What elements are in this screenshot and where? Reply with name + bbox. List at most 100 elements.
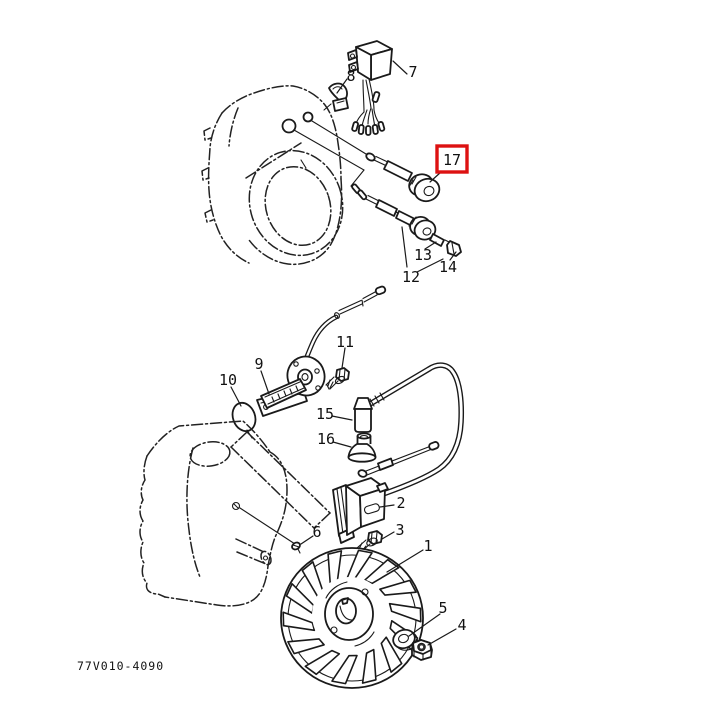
diagram-line bbox=[331, 415, 353, 421]
diagram-line bbox=[336, 100, 345, 104]
drawing-code: 77V010-4090 bbox=[77, 659, 164, 673]
diagram-line bbox=[314, 368, 320, 374]
diagram-line bbox=[293, 129, 365, 193]
callout-5[interactable]: 5 bbox=[438, 599, 447, 617]
diagram-line bbox=[401, 226, 408, 268]
clip-part6 bbox=[291, 541, 301, 554]
plug-cap-part15 bbox=[353, 397, 373, 433]
diagram-line bbox=[289, 388, 293, 395]
diagram-line bbox=[411, 216, 417, 225]
diagram-line bbox=[164, 451, 288, 607]
diagram-line bbox=[367, 530, 383, 545]
sleeve-part13 bbox=[429, 233, 445, 247]
flywheel-fin bbox=[380, 636, 403, 673]
diagram-line bbox=[260, 370, 270, 395]
flywheel-fin bbox=[388, 602, 422, 623]
highlight-box-part17[interactable] bbox=[435, 144, 469, 174]
diagram-line bbox=[139, 455, 166, 598]
diagram-line bbox=[311, 120, 367, 155]
diagram-line bbox=[332, 441, 352, 448]
leader-lines bbox=[230, 60, 457, 646]
crankcase bbox=[139, 420, 296, 607]
diagram-line bbox=[419, 645, 424, 649]
diagram-line bbox=[204, 209, 214, 223]
diagram-line bbox=[248, 149, 344, 257]
callout-3[interactable]: 3 bbox=[395, 521, 404, 539]
diagram-line bbox=[292, 544, 300, 548]
diagram-line bbox=[325, 581, 348, 599]
callout-7[interactable]: 7 bbox=[408, 63, 417, 81]
diagram-line bbox=[347, 452, 377, 463]
case-screw bbox=[231, 501, 241, 511]
diagram-line bbox=[339, 303, 363, 315]
diagram-line bbox=[362, 362, 465, 497]
diagram-line bbox=[354, 408, 372, 433]
wire-harness bbox=[351, 78, 386, 136]
diagram-line bbox=[239, 507, 296, 545]
callout-1[interactable]: 1 bbox=[423, 537, 432, 555]
diagram-line bbox=[146, 420, 271, 457]
diagram-line bbox=[422, 227, 432, 236]
diagram-line bbox=[451, 242, 455, 255]
bullet-connector bbox=[371, 124, 379, 135]
diagram-line bbox=[370, 48, 393, 81]
diagram-line bbox=[233, 503, 239, 509]
diagram-line bbox=[413, 177, 441, 203]
diagram-line bbox=[201, 167, 210, 181]
cover-hole-left bbox=[281, 118, 297, 134]
callout-8[interactable]: 8 bbox=[346, 67, 355, 85]
diagram-line bbox=[246, 431, 331, 514]
callout-11[interactable]: 11 bbox=[336, 333, 354, 351]
callout-12[interactable]: 12 bbox=[402, 268, 420, 286]
callout-4[interactable]: 4 bbox=[457, 616, 466, 634]
diagram-line bbox=[315, 385, 321, 391]
diagram-line bbox=[357, 469, 368, 478]
diagram-line bbox=[369, 392, 385, 407]
diagram-line bbox=[335, 367, 350, 382]
diagram-line bbox=[376, 482, 389, 493]
cdi-unit-part7 bbox=[347, 40, 393, 81]
callout-16[interactable]: 16 bbox=[317, 430, 335, 448]
cable-assembly-part12 bbox=[351, 183, 462, 257]
diagram-line bbox=[334, 312, 340, 319]
callout-15[interactable]: 15 bbox=[316, 405, 334, 423]
lever-handle bbox=[260, 378, 307, 409]
diagram-line bbox=[300, 159, 307, 169]
callout-2[interactable]: 2 bbox=[396, 494, 405, 512]
diagram-line bbox=[362, 290, 377, 300]
diagram-line bbox=[353, 397, 373, 410]
callout-9[interactable]: 9 bbox=[254, 355, 263, 373]
lever-part9 bbox=[256, 285, 387, 417]
diagram-line bbox=[424, 241, 437, 250]
diagram-line bbox=[398, 633, 409, 644]
link-rod bbox=[357, 441, 440, 478]
callout-14[interactable]: 14 bbox=[439, 258, 457, 276]
flywheel-fin bbox=[304, 649, 341, 676]
diagram-line bbox=[231, 401, 257, 433]
washer-part5 bbox=[392, 628, 418, 651]
diagram-line bbox=[334, 375, 346, 385]
flywheel-fin bbox=[379, 579, 417, 596]
diagram-line bbox=[408, 179, 414, 188]
diagram-line bbox=[427, 628, 457, 646]
diagram-line bbox=[350, 64, 357, 71]
diagram-line bbox=[363, 294, 378, 303]
diagram-line bbox=[332, 97, 349, 112]
diagram-line bbox=[348, 61, 359, 73]
diagram-line bbox=[362, 79, 365, 113]
callout-6[interactable]: 6 bbox=[312, 523, 321, 541]
diagram-line bbox=[449, 251, 457, 261]
callouts: 1 2 3 4 5 6 7 8 9 10 11 12 13 14 15 16 1… bbox=[219, 63, 469, 634]
diagram-line bbox=[260, 550, 272, 566]
ignition-coil-part2 bbox=[332, 477, 389, 544]
diagram-line bbox=[341, 597, 349, 605]
callout-10[interactable]: 10 bbox=[219, 371, 237, 389]
diagram-line bbox=[297, 548, 301, 554]
callout-13[interactable]: 13 bbox=[414, 246, 432, 264]
diagram-line bbox=[413, 219, 437, 241]
diagram-line bbox=[245, 142, 302, 179]
diagram-line bbox=[262, 555, 269, 561]
callout-17[interactable]: 17 bbox=[443, 151, 461, 169]
ht-cable bbox=[362, 362, 465, 497]
